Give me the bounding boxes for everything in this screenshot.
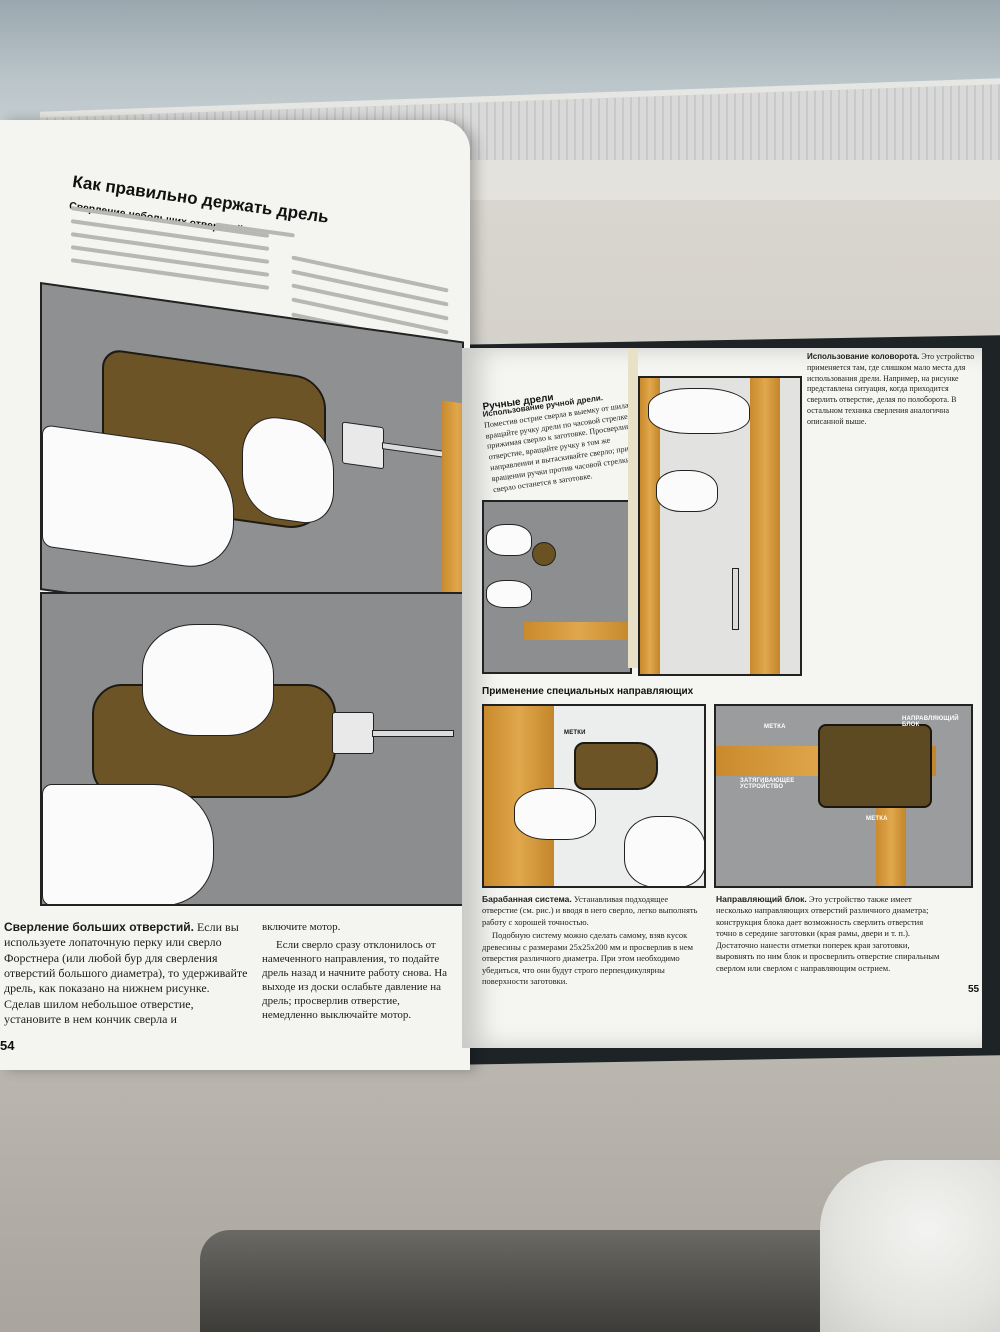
hand-crank [486,580,532,608]
illustration-brace [638,376,802,676]
drum-paragraph: Барабанная система. Устанавливая подходя… [482,894,702,988]
hand-top [486,524,532,556]
brace-text: Это устройство применяется там, где слиш… [807,352,975,426]
label-guide-block: НАПРАВЛЯЮЩИЙ БЛОК [902,716,959,728]
guide-label: Направляющий блок. [716,894,807,904]
white-cloth [820,1160,1000,1332]
drill-chuck [342,421,384,470]
hand-grip [42,784,214,904]
brace-label: Использование коловорота. [807,352,920,361]
label-mark-bottom: МЕТКА [866,816,888,822]
guides-heading: Применение специальных направляющих [482,686,694,697]
drill-bit [382,442,444,458]
label-clamp: ЗАТЯГИВАЮЩЕЕ УСТРОЙСТВО [740,778,795,790]
workpiece [524,622,630,640]
left-page-number: 54 [0,1038,15,1053]
drum-text-2: Подобную систему можно сделать самому, в… [482,930,693,987]
brace-paragraph: Использование коловорота. Это устройство… [807,352,977,428]
guide-text: Это устройство также имеет несколько нап… [716,894,940,973]
door-frame [750,378,780,674]
illustration-drum-system: МЕТКИ [482,704,706,888]
label-mark: МЕТКА [764,724,786,730]
right-page-number: 55 [968,984,980,995]
large-holes-column-2: включите мотор. Если сверло сразу отклон… [262,920,458,1023]
hand-right [624,816,704,886]
guide-block [818,724,932,808]
hand-left [514,788,596,840]
column-2-line-1: включите мотор. [262,921,341,933]
hand-top [648,388,750,434]
large-holes-heading: Сверление больших отверстий. [4,920,194,934]
drill-chuck [332,712,374,754]
large-holes-text: Если вы используете лопаточную перку или… [4,920,248,1027]
left-page: Как правильно держать дрель Сверление не… [0,120,470,1070]
electric-drill [574,742,658,790]
illustration-guide-block: МЕТКА НАПРАВЛЯЮЩИЙ БЛОК ЗАТЯГИВАЮЩЕЕ УСТ… [714,704,973,888]
dark-fabric [200,1230,860,1332]
illustration-drill-large-holes [40,592,464,906]
guide-paragraph: Направляющий блок. Это устройство также … [716,894,942,974]
hand-crank [656,470,718,512]
frame-left [640,378,660,674]
spade-bit [372,730,454,737]
hand-top [142,624,274,736]
drum-label: Барабанная система. [482,894,572,904]
column-2-paragraph: Если сверло сразу отклонилось от намечен… [262,939,448,1022]
drum-text: Устанавливая подходящее отверстие (см. р… [482,894,698,927]
page-strip [628,348,638,668]
label-marks: МЕТКИ [564,730,586,736]
auger-bit [732,568,739,630]
illustration-hand-drill [482,500,632,674]
hand-drill-gear [532,542,556,566]
large-holes-paragraph: Сверление больших отверстий. Если вы исп… [4,920,249,1028]
right-page: Ручные дрели Использование ручной дрели.… [462,348,982,1048]
